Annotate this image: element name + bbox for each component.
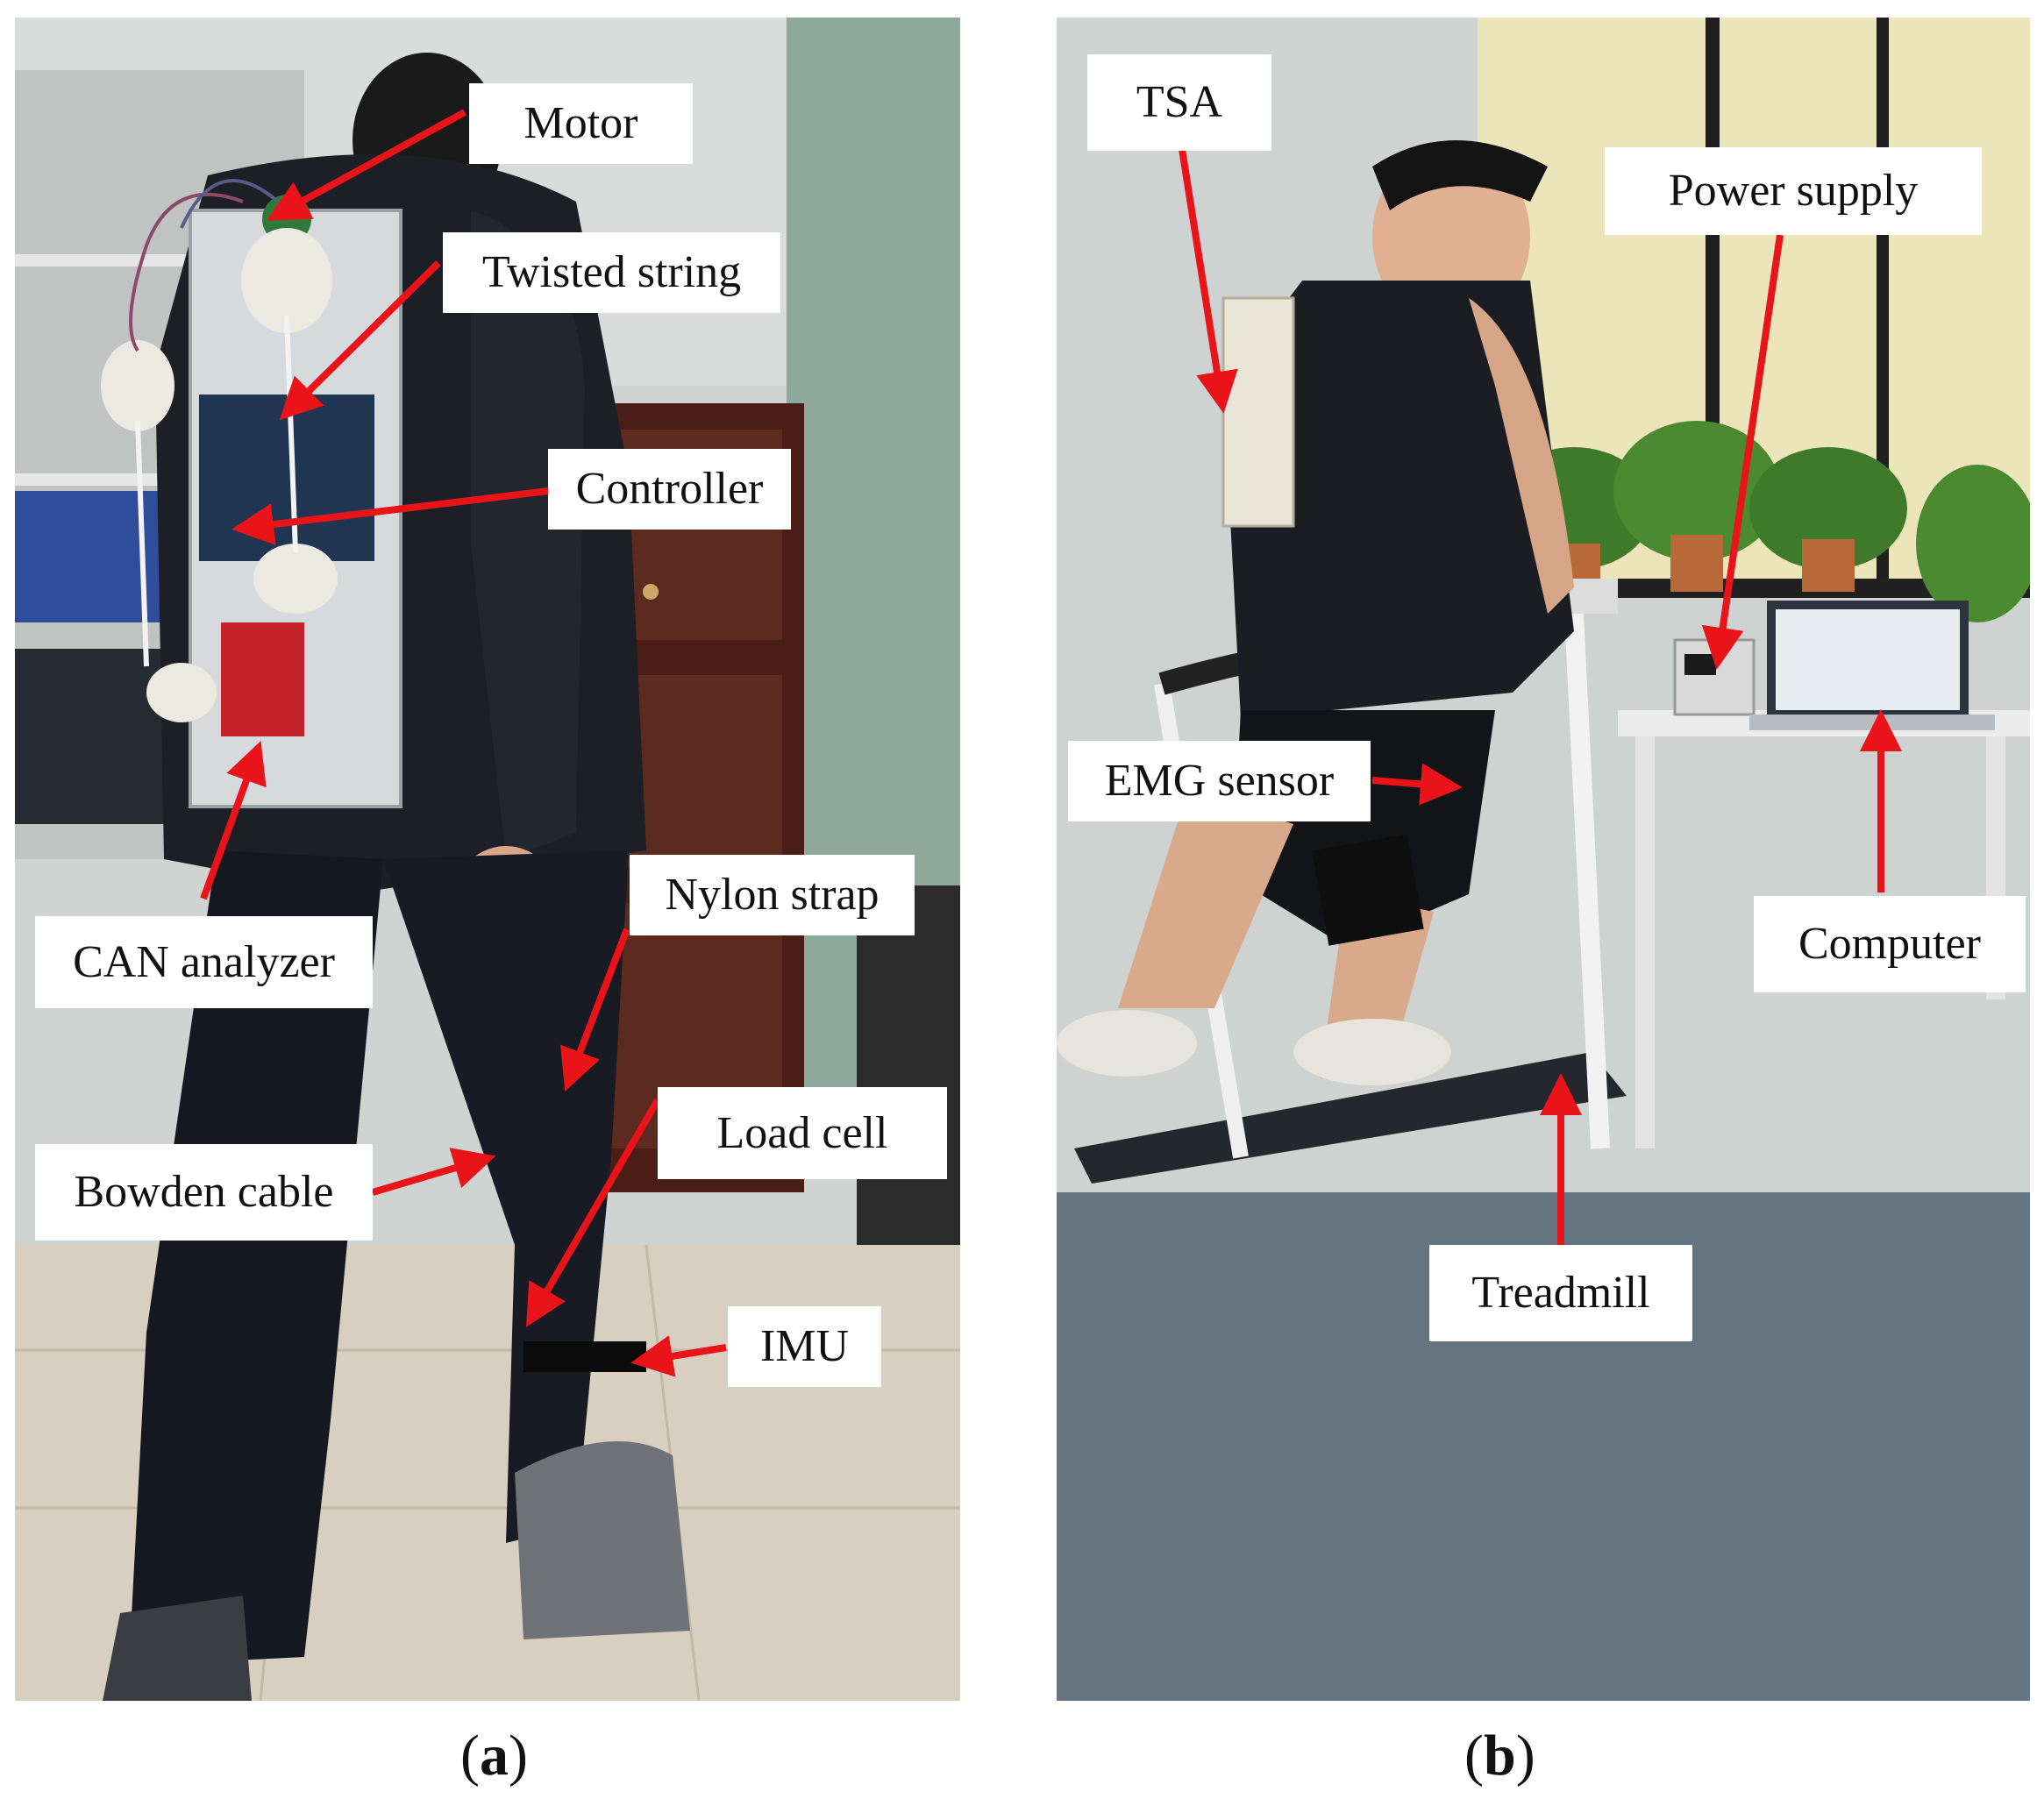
label-computer: Computer — [1754, 896, 2026, 992]
photo-panel-b — [1057, 18, 2030, 1701]
caption-letter-a: a — [479, 1724, 509, 1788]
label-twisted-string: Twisted string — [443, 232, 780, 313]
label-imu: IMU — [728, 1306, 881, 1387]
label-bowden-cable: Bowden cable — [35, 1144, 373, 1241]
label-controller: Controller — [548, 449, 791, 530]
caption-panel-b: (b) — [1464, 1724, 1535, 1788]
label-treadmill: Treadmill — [1429, 1245, 1692, 1341]
label-motor: Motor — [469, 83, 693, 164]
label-nylon-strap: Nylon strap — [630, 855, 915, 935]
label-emg-sensor: EMG sensor — [1068, 741, 1371, 821]
label-load-cell: Load cell — [658, 1087, 947, 1179]
label-can-analyzer: CAN analyzer — [35, 916, 373, 1008]
caption-panel-a: (a) — [460, 1724, 528, 1788]
caption-letter-b: b — [1483, 1724, 1516, 1788]
photo-b-scene — [1057, 18, 2030, 1701]
label-tsa: TSA — [1087, 54, 1271, 151]
label-power-supply: Power supply — [1605, 147, 1982, 235]
